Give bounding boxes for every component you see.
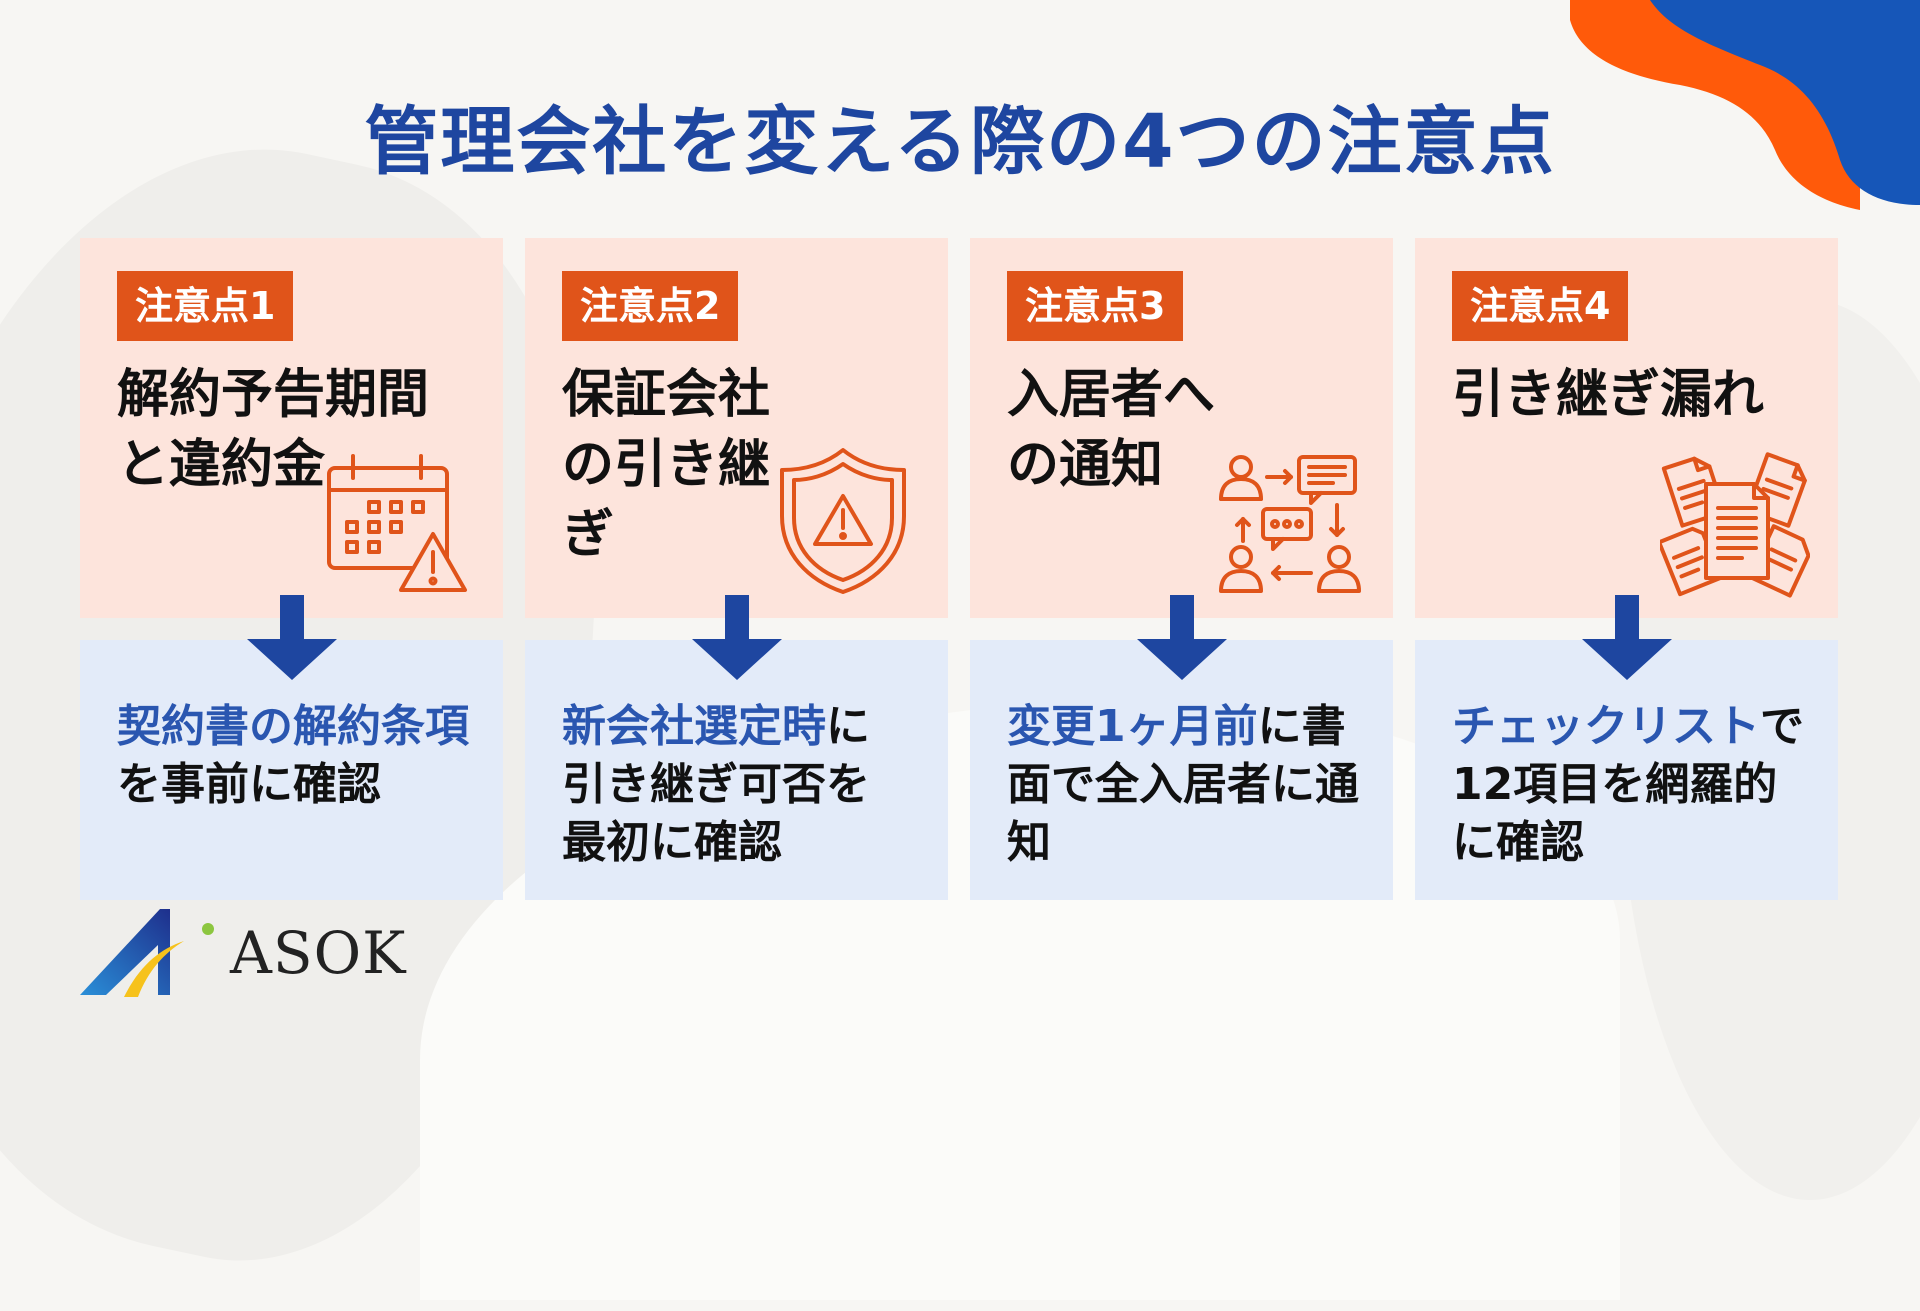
solution-card-2: 新会社選定時に引き継ぎ可否を最初に確認 xyxy=(525,640,948,900)
point-heading: 引き継ぎ漏れ xyxy=(1452,365,1765,425)
point-card-3: 注意点3 入居者への通知 xyxy=(970,238,1393,618)
point-card-2: 注意点2 保証会社の引き継ぎ xyxy=(525,238,948,618)
arrow-down-icon xyxy=(247,595,337,680)
solution-text: チェックリストで12項目を網羅的に確認 xyxy=(1452,698,1818,872)
arrow-down-icon xyxy=(1137,595,1227,680)
point-badge: 注意点2 xyxy=(562,271,739,341)
shield-warning-icon xyxy=(780,448,906,594)
company-logo: ASOK xyxy=(80,905,406,1005)
solution-card-3: 変更1ヶ月前に書面で全入居者に通知 xyxy=(970,640,1393,900)
solution-highlight: チェックリスト xyxy=(1452,701,1760,752)
decorative-blob xyxy=(1570,0,1920,210)
people-communication-icon xyxy=(1219,455,1361,593)
point-card-1: 注意点1 解約予告期間と違約金 xyxy=(80,238,503,618)
arrow-down-icon xyxy=(692,595,782,680)
point-heading: 保証会社の引き継ぎ xyxy=(562,365,771,565)
point-card-4: 注意点4 引き継ぎ漏れ xyxy=(1415,238,1838,618)
solution-rest: に書面で全入居者に通知 xyxy=(1007,701,1359,868)
point-badge: 注意点4 xyxy=(1452,271,1629,341)
point-heading: 入居者への通知 xyxy=(1007,365,1216,495)
calendar-warning-icon xyxy=(327,454,467,592)
solution-rest: を事前に確認 xyxy=(117,759,381,810)
logo-text: ASOK xyxy=(230,919,407,987)
scattered-documents-icon xyxy=(1660,452,1810,598)
point-heading: 解約予告期間と違約金 xyxy=(117,365,430,495)
point-badge: 注意点1 xyxy=(117,271,294,341)
solution-highlight: 契約書の解約条項 xyxy=(117,701,469,752)
solution-rest: で12項目を網羅的に確認 xyxy=(1452,701,1804,868)
solution-text: 契約書の解約条項を事前に確認 xyxy=(117,698,483,814)
arrow-down-icon xyxy=(1582,595,1672,680)
solution-card-1: 契約書の解約条項を事前に確認 xyxy=(80,640,503,900)
solution-card-4: チェックリストで12項目を網羅的に確認 xyxy=(1415,640,1838,900)
solution-highlight: 変更1ヶ月前 xyxy=(1007,701,1258,752)
solution-highlight: 新会社選定時 xyxy=(562,701,826,752)
solution-text: 新会社選定時に引き継ぎ可否を最初に確認 xyxy=(562,698,878,872)
page-title: 管理会社を変える際の4つの注意点 xyxy=(364,99,1556,185)
solution-text: 変更1ヶ月前に書面で全入居者に通知 xyxy=(1007,698,1363,872)
point-badge: 注意点3 xyxy=(1007,271,1184,341)
logo-mark-icon xyxy=(80,909,214,997)
solution-rest: に引き継ぎ可否を最初に確認 xyxy=(562,701,870,868)
